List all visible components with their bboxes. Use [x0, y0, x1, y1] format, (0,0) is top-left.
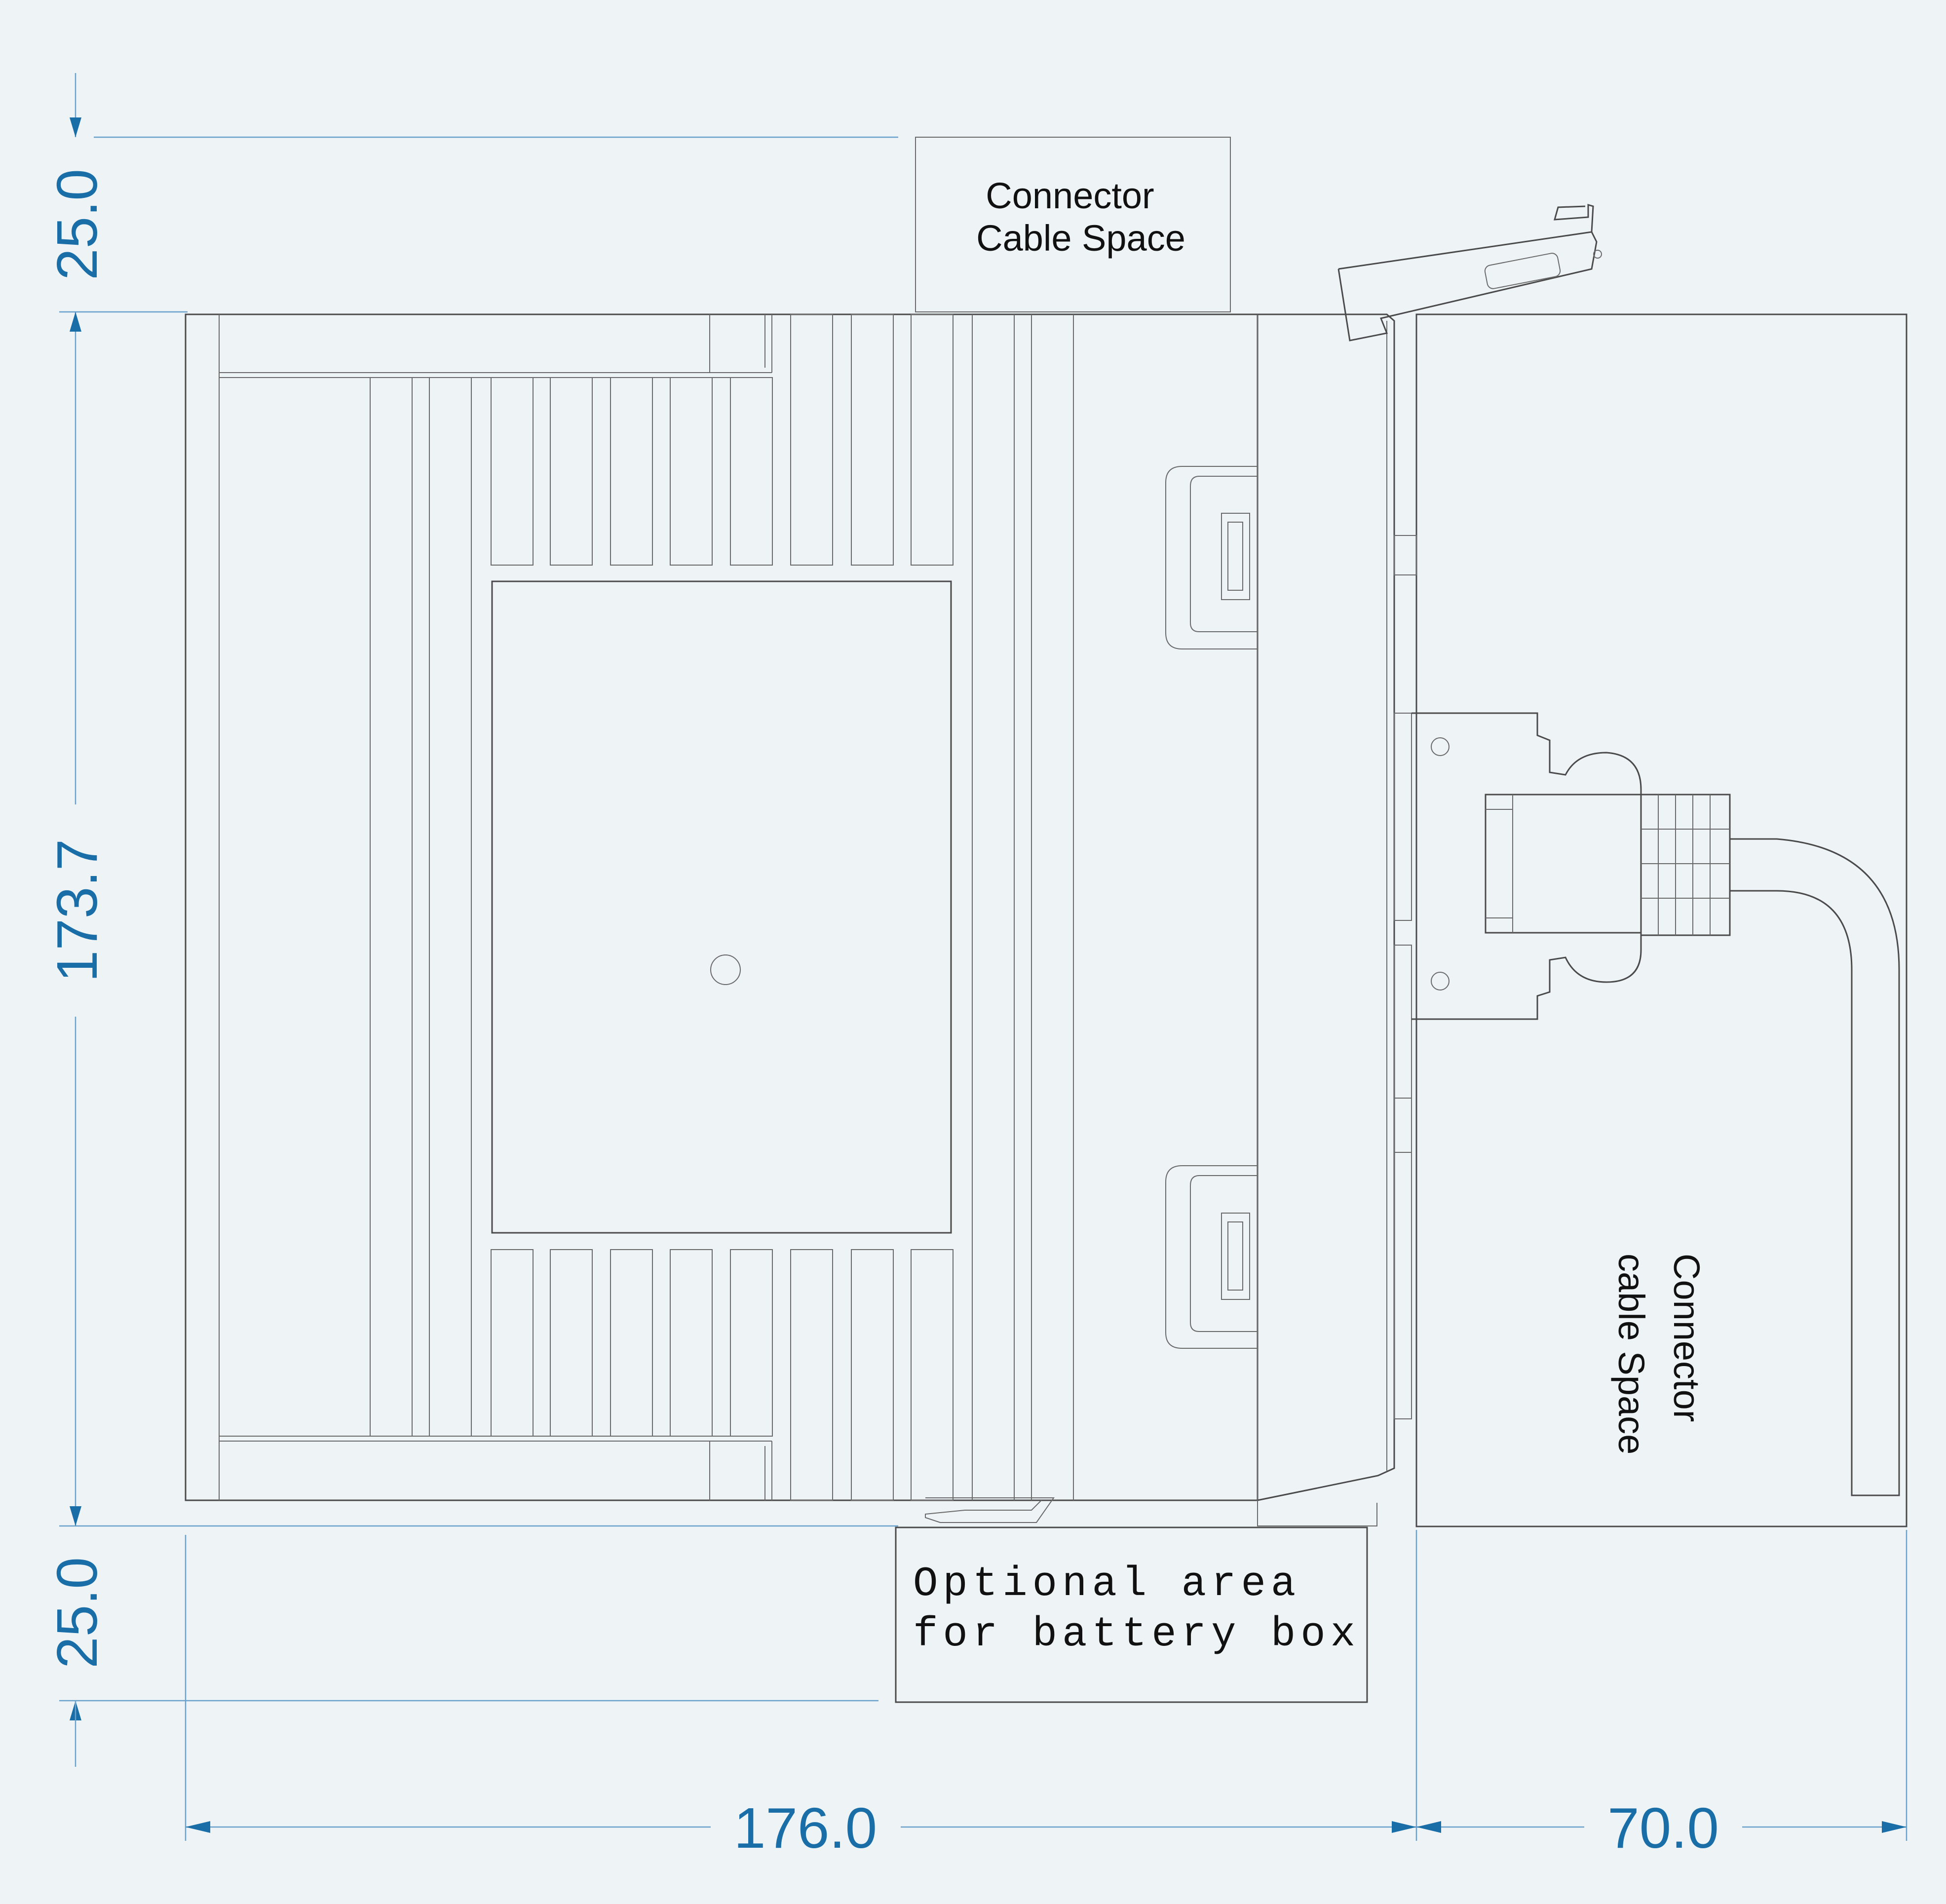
label-panel — [491, 580, 952, 1234]
dim-bottom-clearance: 25.0 — [45, 1557, 109, 1669]
upper-fin-slots — [491, 314, 954, 566]
dim-connector-width: 70.0 — [1607, 1796, 1719, 1860]
lower-fin-slots — [491, 1249, 954, 1501]
top-connector-space: Connector Cable Space — [915, 137, 1231, 312]
battery-latch — [925, 1497, 1055, 1523]
mounting-clip-upper — [1165, 466, 1258, 649]
drive-body — [185, 313, 1259, 1526]
top-connector-label-1: Connector — [986, 175, 1154, 216]
mounting-clip-lower — [1165, 1165, 1258, 1349]
cable — [1730, 838, 1900, 1496]
battery-box-area: Optional area for battery box — [895, 1526, 1368, 1703]
side-connector-label-1: Connector — [1666, 1254, 1707, 1422]
front-panel — [1257, 203, 1602, 1526]
side-connector-space: Connector cable Space — [1415, 313, 1908, 1527]
battery-label-2: for battery box — [913, 1611, 1360, 1658]
side-connector-label-2: cable Space — [1611, 1254, 1652, 1454]
screw-hole — [710, 954, 741, 985]
vertical-dimension-chain — [70, 73, 81, 1767]
dim-height: 173.7 — [45, 839, 109, 982]
top-connector-label-2: Cable Space — [976, 218, 1185, 259]
side-connector — [1412, 712, 1900, 1496]
extension-lines — [59, 136, 1908, 1841]
dim-top-clearance: 25.0 — [45, 169, 109, 280]
battery-label-1: Optional area — [913, 1561, 1300, 1608]
dim-width: 176.0 — [734, 1796, 877, 1860]
horizontal-dimension-chain — [186, 1821, 1907, 1833]
